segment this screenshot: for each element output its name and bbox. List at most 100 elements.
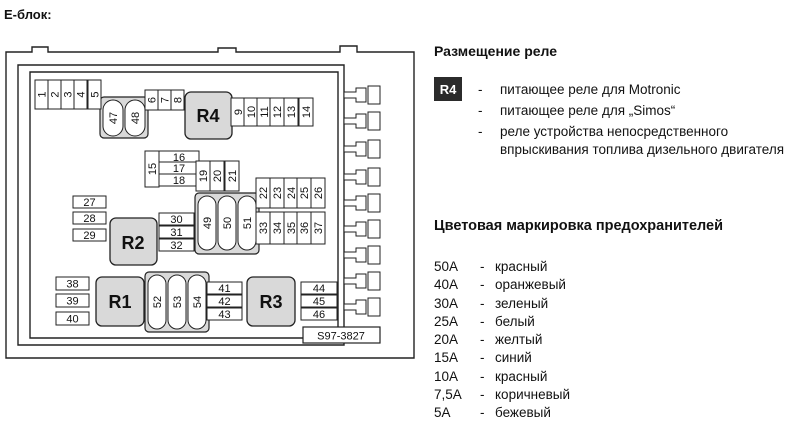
fuse-18: 18: [158, 173, 200, 187]
diagram-code: S97-3827: [317, 331, 365, 343]
fuse-number: 32: [170, 240, 182, 252]
fuse-19: 19: [195, 160, 211, 192]
fuse-14: 14: [298, 97, 314, 127]
fuse-number: 53: [172, 296, 184, 308]
fuse-12: 12: [269, 97, 285, 127]
fuse-body: [167, 274, 187, 330]
relay-section-heading: Размещение реле: [434, 43, 558, 59]
fuse-20: 20: [209, 160, 225, 192]
fuse-29: 29: [72, 228, 107, 242]
fuse-7: 7: [157, 89, 172, 111]
fuse-number: 41: [218, 283, 230, 295]
fuse-number: 49: [202, 217, 214, 229]
terminal-clip: [367, 297, 381, 317]
fuse-8: 8: [170, 89, 185, 111]
terminal-post: [343, 273, 367, 289]
fuse-37: 37: [310, 211, 326, 245]
fuse-51: 51: [237, 195, 257, 251]
fuse-body: [217, 195, 237, 251]
fuse-43: 43: [206, 307, 243, 321]
fuse-rating: 25A: [434, 313, 459, 329]
fuse-number: 23: [272, 187, 284, 199]
fuse-body: [55, 311, 90, 326]
fuse-9: 9: [230, 97, 246, 127]
fuse-number: 40: [66, 314, 78, 326]
fuse-32: 32: [158, 238, 195, 252]
terminal-posts: [343, 85, 381, 317]
relay-r2: [109, 217, 158, 266]
fuse-35: 35: [283, 211, 299, 245]
terminal-post: [343, 247, 367, 263]
fuse-rating: 10A: [434, 368, 459, 384]
fuse-number: 47: [108, 112, 120, 124]
fuse-number: 13: [286, 106, 298, 118]
fuse-27: 27: [72, 195, 107, 209]
fuse-body: [72, 195, 107, 209]
relay-usage-text: реле устройства непосредственного впрыск…: [500, 124, 785, 157]
terminal-clip: [367, 193, 381, 213]
fuse-body: [187, 274, 207, 330]
fuse-rating: 50A: [434, 259, 459, 274]
fuse-5: 5: [87, 79, 102, 110]
list-dash: -: [478, 124, 483, 139]
fuse-number: 19: [198, 170, 210, 182]
fuse-number: 11: [259, 106, 271, 117]
fuse-21: 21: [224, 160, 240, 192]
fuse-number: 29: [83, 230, 95, 242]
list-dash: -: [478, 103, 483, 118]
relay-usage-item: - реле устройства непосредственного впры…: [478, 123, 785, 159]
fuse-number: 7: [160, 97, 172, 103]
relay-r1-label: R1: [108, 292, 131, 312]
list-dash: -: [480, 277, 485, 293]
fuse-rating: 40A: [434, 277, 459, 293]
fuse-34: 34: [269, 211, 285, 245]
fuse-number: 43: [218, 309, 230, 321]
terminal-clip: [367, 219, 381, 239]
fuse-body: [124, 99, 146, 137]
terminal-post: [343, 113, 367, 129]
fuse-body: [55, 276, 90, 291]
fuse-26: 26: [310, 177, 326, 209]
fuse-body: [147, 274, 167, 330]
list-dash: -: [480, 350, 485, 366]
fuse-body: [158, 225, 195, 239]
fuse-number: 18: [173, 175, 185, 187]
fuse-25: 25: [296, 177, 312, 209]
relay-r3: [246, 276, 296, 327]
fuse-rating: 7,5A: [434, 387, 462, 403]
fuse-number: 48: [130, 112, 142, 124]
fuse-22: 22: [255, 177, 271, 209]
list-dash: -: [480, 405, 485, 421]
fuse-42: 42: [206, 294, 243, 308]
fuse-body: [87, 79, 102, 110]
list-dash: -: [480, 259, 485, 274]
fuse-number: 38: [66, 279, 78, 291]
fuse-number: 51: [242, 217, 254, 229]
fuse-body: [197, 195, 217, 251]
fuse-number: 46: [313, 309, 325, 321]
fuse-number: 45: [313, 296, 325, 308]
fuse-body: [310, 177, 326, 209]
fuse-6: 6: [144, 89, 159, 111]
fuse-30: 30: [158, 212, 195, 226]
fuse-2: 2: [47, 79, 62, 110]
fuse-number: 9: [233, 109, 245, 115]
fuse-number: 36: [299, 222, 311, 234]
fuse-number: 44: [313, 283, 325, 295]
fuse-17: 17: [158, 161, 200, 175]
fuse-color-name: красный: [495, 259, 548, 274]
fuse-body: [300, 294, 338, 308]
fuse-number: 5: [90, 91, 102, 97]
fuse-45: 45: [300, 294, 338, 308]
terminal-clip: [367, 271, 381, 291]
fuse-body: [310, 211, 326, 245]
terminal-clip: [367, 245, 381, 265]
list-dash: -: [480, 387, 485, 403]
fuse-13: 13: [283, 97, 299, 127]
fuse-number: 31: [170, 227, 182, 239]
fuse-36: 36: [296, 211, 312, 245]
relay-r3-label: R3: [259, 292, 282, 312]
fuse-number: 3: [63, 91, 75, 97]
fuse-number: 34: [272, 222, 284, 234]
